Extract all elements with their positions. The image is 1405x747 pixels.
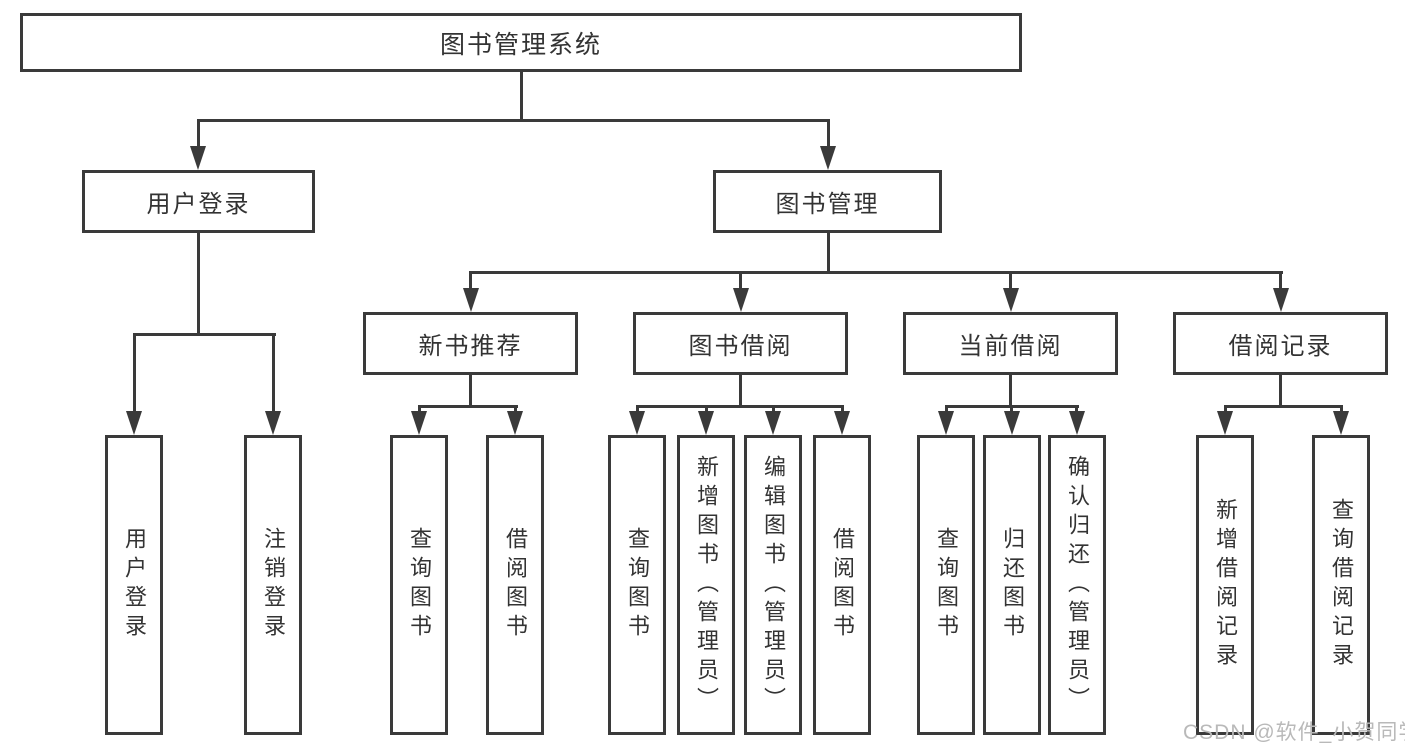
node-label: 确认归还（管理员） — [1065, 454, 1090, 716]
arrowhead-down-icon — [1069, 411, 1085, 435]
connector-drop-new-book — [469, 271, 472, 290]
connector-drop-book-borrow — [739, 271, 742, 290]
node-label: 图书管理系统 — [439, 30, 602, 59]
connector-drop-user-login — [197, 119, 200, 147]
leaf-recommend-borrow-book: 借阅图书 — [486, 435, 544, 735]
connector-drop-borrow-record — [1279, 271, 1282, 290]
arrowhead-down-icon — [1273, 288, 1289, 312]
node-current-borrow: 当前借阅 — [903, 312, 1118, 375]
leaf-user-login: 用户登录 — [105, 435, 163, 735]
leaf-logout: 注销登录 — [244, 435, 302, 735]
connector-drop-leaf — [1224, 405, 1227, 414]
connector-drop-leaf — [1340, 405, 1343, 414]
connector-drop-leaf — [418, 405, 421, 414]
connector-user-login-stem — [197, 233, 200, 336]
leaf-record-query-borrow-record: 查询借阅记录 — [1312, 435, 1370, 735]
arrowhead-down-icon — [733, 288, 749, 312]
connector-group-rail — [418, 405, 518, 408]
arrowhead-down-icon — [1004, 411, 1020, 435]
connector-drop-book-management — [827, 119, 830, 147]
connector-group-stem — [469, 375, 472, 408]
arrowhead-down-icon — [698, 411, 714, 435]
arrowhead-down-icon — [938, 411, 954, 435]
connector-drop-leaf — [705, 405, 708, 414]
node-user-login: 用户登录 — [82, 170, 315, 233]
arrowhead-down-icon — [507, 411, 523, 435]
connector-group-stem — [1009, 375, 1012, 408]
node-label: 借阅图书 — [503, 527, 528, 643]
connector-user-login-rail — [133, 333, 276, 336]
node-book-borrow: 图书借阅 — [633, 312, 848, 375]
leaf-borrow-borrow-book: 借阅图书 — [813, 435, 871, 735]
node-borrow-record: 借阅记录 — [1173, 312, 1388, 375]
arrowhead-down-icon — [834, 411, 850, 435]
leaf-recommend-query-book: 查询图书 — [390, 435, 448, 735]
csdn-watermark: CSDN @软件_小贺同学 — [1183, 721, 1405, 744]
connector-level2-rail — [197, 119, 830, 122]
node-label: 图书管理 — [775, 191, 880, 218]
node-root: 图书管理系统 — [20, 13, 1022, 72]
arrowhead-down-icon — [265, 411, 281, 435]
arrowhead-down-icon — [765, 411, 781, 435]
node-label: 查询图书 — [934, 527, 959, 643]
node-label: 图书借阅 — [688, 333, 793, 360]
node-label: 新增借阅记录 — [1213, 498, 1238, 672]
connector-drop-leaf — [945, 405, 948, 414]
arrowhead-down-icon — [1217, 411, 1233, 435]
arrowhead-down-icon — [126, 411, 142, 435]
connector-group-stem — [739, 375, 742, 408]
node-label: 查询图书 — [407, 527, 432, 643]
connector-drop-leaf — [1010, 405, 1013, 414]
arrowhead-down-icon — [463, 288, 479, 312]
node-label: 查询图书 — [625, 527, 650, 643]
connector-drop-current-borrow — [1009, 271, 1012, 290]
node-label: 用户登录 — [122, 527, 147, 643]
arrowhead-down-icon — [629, 411, 645, 435]
arrowhead-down-icon — [190, 146, 206, 170]
leaf-borrow-edit-book-admin: 编辑图书（管理员） — [744, 435, 802, 735]
connector-drop-leaf — [272, 333, 275, 413]
node-label: 查询借阅记录 — [1329, 498, 1354, 672]
connector-drop-leaf — [636, 405, 639, 414]
connector-book-management-stem — [827, 233, 830, 273]
connector-group-rail — [636, 405, 844, 408]
connector-group-stem — [1279, 375, 1282, 408]
node-new-book-recommend: 新书推荐 — [363, 312, 578, 375]
leaf-current-confirm-return-admin: 确认归还（管理员） — [1048, 435, 1106, 735]
node-label: 注销登录 — [261, 527, 286, 643]
connector-drop-leaf — [841, 405, 844, 414]
arrowhead-down-icon — [1333, 411, 1349, 435]
arrowhead-down-icon — [820, 146, 836, 170]
connector-level3-rail — [469, 271, 1283, 274]
node-label: 用户登录 — [146, 191, 251, 218]
node-label: 新书推荐 — [418, 333, 523, 360]
connector-root-stem — [520, 72, 523, 122]
arrowhead-down-icon — [1003, 288, 1019, 312]
node-label: 编辑图书（管理员） — [761, 454, 786, 716]
leaf-borrow-query-book: 查询图书 — [608, 435, 666, 735]
connector-drop-leaf — [133, 333, 136, 413]
connector-drop-leaf — [514, 405, 517, 414]
arrowhead-down-icon — [411, 411, 427, 435]
node-label: 当前借阅 — [958, 333, 1063, 360]
connector-group-rail — [1224, 405, 1343, 408]
leaf-current-return-book: 归还图书 — [983, 435, 1041, 735]
connector-drop-leaf — [1075, 405, 1078, 414]
node-label: 新增图书（管理员） — [694, 454, 719, 716]
node-label: 归还图书 — [1000, 527, 1025, 643]
leaf-borrow-add-book-admin: 新增图书（管理员） — [677, 435, 735, 735]
node-label: 借阅图书 — [830, 527, 855, 643]
node-book-management: 图书管理 — [713, 170, 942, 233]
leaf-record-add-borrow-record: 新增借阅记录 — [1196, 435, 1254, 735]
connector-drop-leaf — [772, 405, 775, 414]
node-label: 借阅记录 — [1228, 333, 1333, 360]
leaf-current-query-book: 查询图书 — [917, 435, 975, 735]
